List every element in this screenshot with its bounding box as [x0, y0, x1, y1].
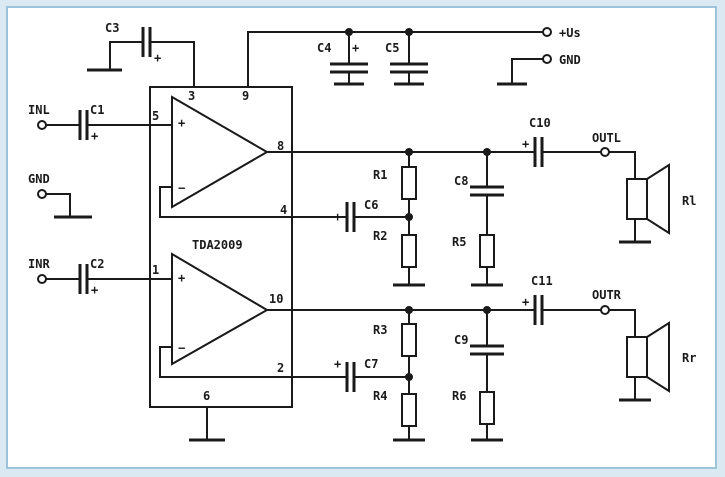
outr-label: OUTR — [592, 288, 622, 302]
gnd-top-label: GND — [559, 53, 581, 67]
amplifier-schematic: TDA2009 3 9 5 8 4 1 10 2 6 + − + − +Us C… — [28, 21, 696, 442]
c6-label: C6 — [364, 198, 378, 212]
c1-polarity: + — [91, 129, 98, 143]
speaker-left-label: Rl — [682, 194, 696, 208]
pin-5-label: 5 — [152, 109, 159, 123]
pin-2-label: 2 — [277, 361, 284, 375]
c11-polarity: + — [522, 295, 529, 309]
c3-wire-right — [150, 41, 195, 87]
speaker-left-body — [626, 178, 648, 220]
speaker-right-cone — [646, 321, 670, 393]
c3-label: C3 — [105, 21, 119, 35]
feedback-left-wire — [159, 186, 292, 218]
opamp-right-minus: − — [178, 341, 185, 355]
r6 — [479, 391, 495, 425]
pin-10-label: 10 — [269, 292, 283, 306]
pin-6-label: 6 — [203, 389, 210, 403]
r4 — [401, 393, 417, 427]
pin-8-label: 8 — [277, 139, 284, 153]
pin-3-label: 3 — [188, 89, 195, 103]
opamp-left-minus: − — [178, 181, 185, 195]
r3-label: R3 — [373, 323, 387, 337]
c8-label: C8 — [454, 174, 468, 188]
inr-terminal — [37, 274, 47, 284]
pin-9-label: 9 — [242, 89, 249, 103]
r2-label: R2 — [373, 229, 387, 243]
inr-label: INR — [28, 257, 50, 271]
r1 — [401, 166, 417, 200]
gnd-left-label: GND — [28, 172, 50, 186]
r5-label: R5 — [452, 235, 466, 249]
gnd-left-terminal — [37, 189, 47, 199]
inl-label: INL — [28, 103, 50, 117]
ic-label: TDA2009 — [192, 238, 243, 252]
c1-label: C1 — [90, 103, 104, 117]
opamp-left — [171, 95, 269, 209]
ic-body — [149, 86, 293, 408]
pin-1-label: 1 — [152, 263, 159, 277]
schematic-frame: TDA2009 3 9 5 8 4 1 10 2 6 + − + − +Us C… — [6, 6, 717, 469]
opamp-right — [171, 252, 269, 366]
c9-label: C9 — [454, 333, 468, 347]
speaker-right-body — [626, 336, 648, 378]
vs-terminal — [542, 27, 552, 37]
r4-label: R4 — [373, 389, 387, 403]
r3 — [401, 323, 417, 357]
c4-polarity: + — [352, 41, 359, 55]
c11-label: C11 — [531, 274, 553, 288]
inl-terminal — [37, 120, 47, 130]
opamp-right-plus: + — [178, 271, 185, 285]
outr-terminal — [600, 305, 610, 315]
feedback-right-wire — [159, 346, 292, 378]
c2-label: C2 — [90, 257, 104, 271]
r6-label: R6 — [452, 389, 466, 403]
c2-polarity: + — [91, 283, 98, 297]
outl-label: OUTL — [592, 131, 621, 145]
c4-label: C4 — [317, 41, 331, 55]
r5 — [479, 234, 495, 268]
c6-polarity: + — [334, 210, 341, 224]
outl-terminal — [600, 147, 610, 157]
c10-label: C10 — [529, 116, 551, 130]
pin9-supply-wire — [247, 31, 542, 87]
c10-polarity: + — [522, 137, 529, 151]
c7-polarity: + — [334, 357, 341, 371]
speaker-right-label: Rr — [682, 351, 696, 365]
r2 — [401, 234, 417, 268]
speaker-left-cone — [646, 163, 670, 235]
pin-4-label: 4 — [280, 203, 287, 217]
vs-label: +Us — [559, 26, 581, 40]
r1-label: R1 — [373, 168, 387, 182]
gnd-top-terminal — [542, 54, 552, 64]
c7-label: C7 — [364, 357, 378, 371]
c5-label: C5 — [385, 41, 399, 55]
c3-polarity: + — [154, 51, 161, 65]
opamp-left-plus: + — [178, 116, 185, 130]
